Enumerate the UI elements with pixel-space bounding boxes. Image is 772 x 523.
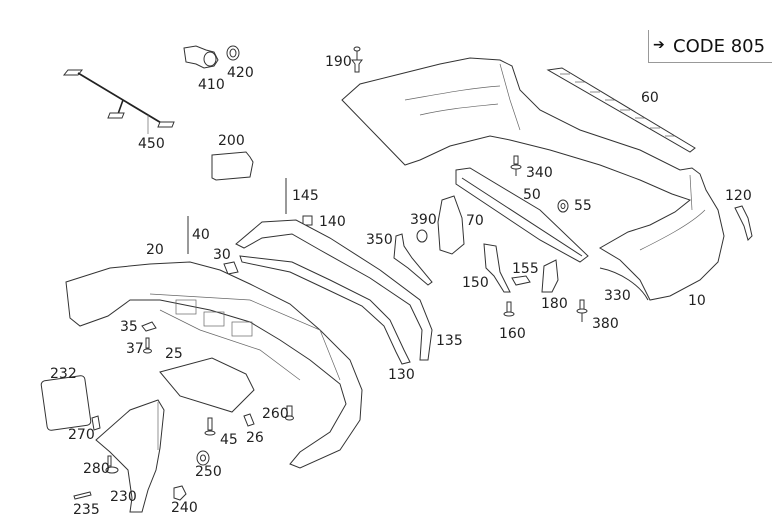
part-45-bolt[interactable] <box>204 417 216 436</box>
part-label-37[interactable]: 37 <box>126 341 144 357</box>
part-label-420[interactable]: 420 <box>227 65 254 81</box>
part-240-nut[interactable] <box>173 485 187 501</box>
part-label-135[interactable]: 135 <box>436 333 463 349</box>
part-200-control-module[interactable] <box>211 151 254 181</box>
part-label-270[interactable]: 270 <box>68 427 95 443</box>
part-label-60[interactable]: 60 <box>641 90 659 106</box>
part-160-bolt[interactable] <box>503 301 515 317</box>
part-label-145[interactable]: 145 <box>292 188 319 204</box>
part-155-clip[interactable] <box>511 275 531 286</box>
part-label-20[interactable]: 20 <box>146 242 164 258</box>
part-50-bumper-carrier[interactable] <box>455 167 589 263</box>
part-450-wiring-harness[interactable] <box>62 69 175 134</box>
part-label-10[interactable]: 10 <box>688 293 706 309</box>
arrow-right-icon: ➔ <box>653 37 665 53</box>
part-150-bracket[interactable] <box>483 243 511 293</box>
part-label-26[interactable]: 26 <box>246 430 264 446</box>
part-140-clip[interactable] <box>302 215 313 226</box>
part-37-screw[interactable] <box>143 337 152 354</box>
part-250-nut[interactable] <box>196 450 210 466</box>
part-label-25[interactable]: 25 <box>165 346 183 362</box>
part-120-reflector[interactable] <box>734 205 753 241</box>
part-label-155[interactable]: 155 <box>512 261 539 277</box>
part-235-strip[interactable] <box>73 491 92 500</box>
part-60-trim-strip[interactable] <box>546 67 696 153</box>
part-260-clip[interactable] <box>285 405 294 421</box>
part-label-350[interactable]: 350 <box>366 232 393 248</box>
part-label-260[interactable]: 260 <box>262 406 289 422</box>
part-70-bracket[interactable] <box>437 195 465 255</box>
part-30-clip[interactable] <box>223 261 239 275</box>
part-label-70[interactable]: 70 <box>466 213 484 229</box>
part-label-40[interactable]: 40 <box>192 227 210 243</box>
part-380-bolt[interactable] <box>576 299 588 322</box>
part-label-130[interactable]: 130 <box>388 367 415 383</box>
part-label-450[interactable]: 450 <box>138 136 165 152</box>
part-label-160[interactable]: 160 <box>499 326 526 342</box>
part-190-clip[interactable] <box>351 46 363 73</box>
part-350-bracket[interactable] <box>393 233 433 286</box>
part-label-30[interactable]: 30 <box>213 247 231 263</box>
part-35-clip[interactable] <box>141 321 157 332</box>
part-label-240[interactable]: 240 <box>171 500 198 516</box>
code-reference-box: ➔ CODE 805 <box>648 30 772 63</box>
part-label-410[interactable]: 410 <box>198 77 225 93</box>
part-label-180[interactable]: 180 <box>541 296 568 312</box>
part-25-cover-panel[interactable] <box>159 357 255 413</box>
part-label-150[interactable]: 150 <box>462 275 489 291</box>
part-270-clip[interactable] <box>91 415 101 431</box>
part-label-45[interactable]: 45 <box>220 432 238 448</box>
part-10-bumper-cover[interactable] <box>341 57 725 301</box>
part-label-340[interactable]: 340 <box>526 165 553 181</box>
part-label-250[interactable]: 250 <box>195 464 222 480</box>
part-label-190[interactable]: 190 <box>325 54 352 70</box>
part-label-390[interactable]: 390 <box>410 212 437 228</box>
part-label-330[interactable]: 330 <box>604 288 631 304</box>
part-label-50[interactable]: 50 <box>523 187 541 203</box>
part-label-235[interactable]: 235 <box>73 502 100 518</box>
part-label-200[interactable]: 200 <box>218 133 245 149</box>
part-420-sensor-ring[interactable] <box>226 45 240 61</box>
part-label-140[interactable]: 140 <box>319 214 346 230</box>
part-340-bolt[interactable] <box>510 155 522 176</box>
part-280-screw[interactable] <box>105 455 119 474</box>
part-20-lower-bumper[interactable] <box>65 261 363 469</box>
part-180-bracket[interactable] <box>541 259 559 293</box>
part-130-trim[interactable] <box>239 255 411 365</box>
part-label-35[interactable]: 35 <box>120 319 138 335</box>
part-230-bracket[interactable] <box>95 399 165 513</box>
code-label: CODE 805 <box>673 36 766 57</box>
part-135-trim[interactable] <box>235 219 433 361</box>
part-label-230[interactable]: 230 <box>110 489 137 505</box>
part-label-232[interactable]: 232 <box>50 366 77 382</box>
part-55-nut[interactable] <box>557 199 569 213</box>
part-label-380[interactable]: 380 <box>592 316 619 332</box>
part-232-plate[interactable] <box>40 375 92 431</box>
part-26-clip[interactable] <box>243 413 255 427</box>
part-390-nut[interactable] <box>416 229 428 243</box>
part-label-120[interactable]: 120 <box>725 188 752 204</box>
part-410-parking-sensor[interactable] <box>183 45 219 69</box>
part-label-280[interactable]: 280 <box>83 461 110 477</box>
part-330-trim-strip[interactable] <box>599 267 649 301</box>
part-label-55[interactable]: 55 <box>574 198 592 214</box>
